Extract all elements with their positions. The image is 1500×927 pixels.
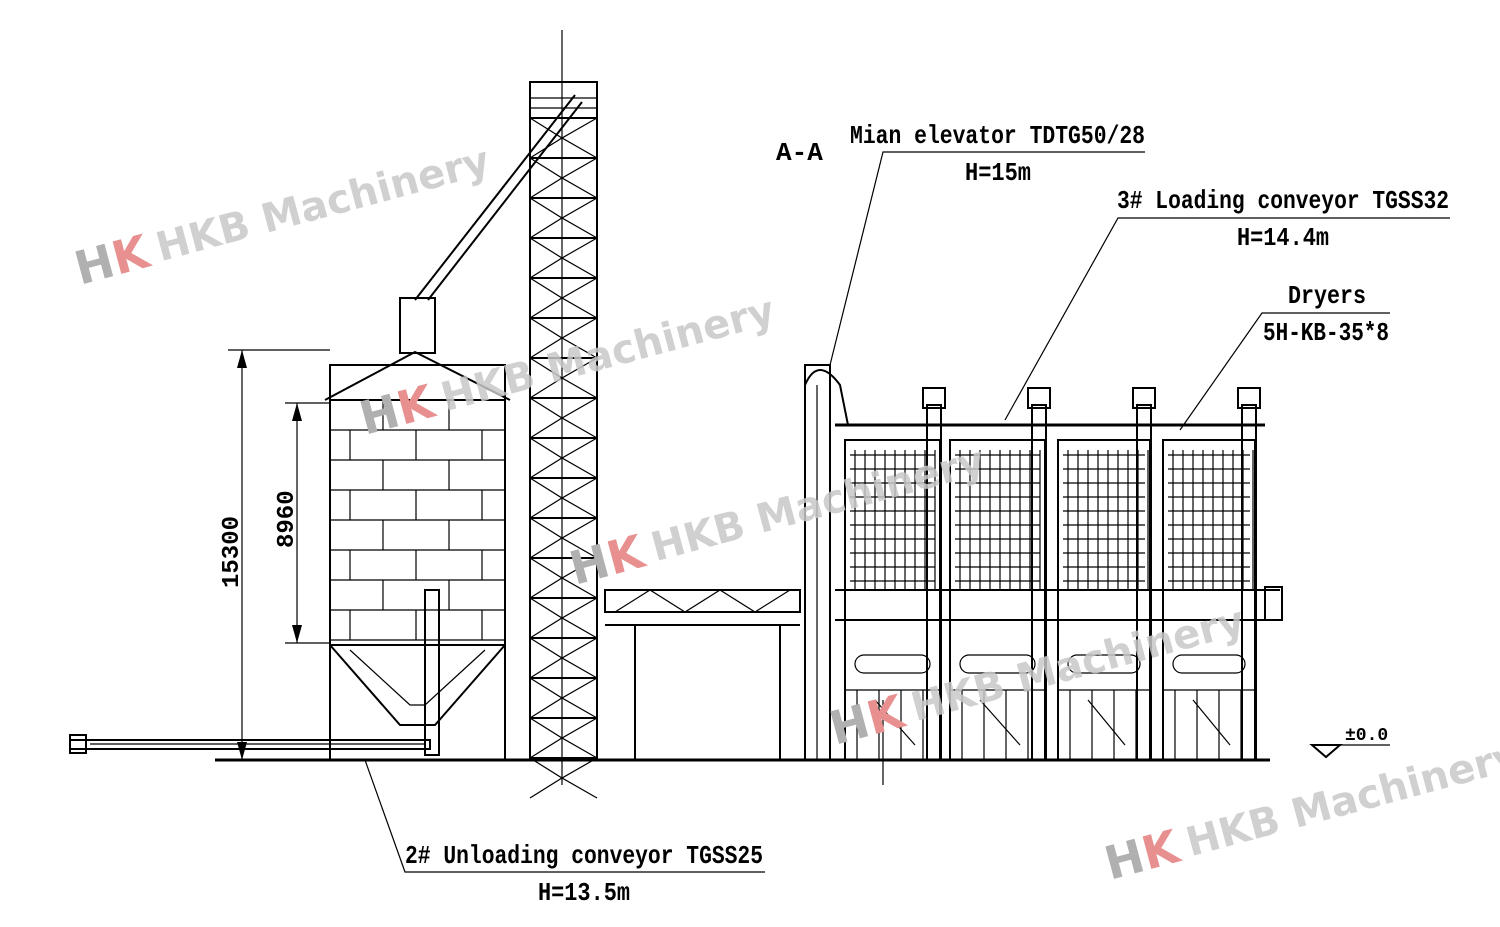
unloading-conveyor-label: 2# Unloading conveyor TGSS25 [405,841,763,871]
bridge-conveyor [604,589,801,760]
watermark-logo: HK [354,374,442,446]
dryer-column-cap [922,387,946,409]
tower-brace [529,457,598,479]
watermark-text: HKB Machinery [906,598,1249,731]
main-elevator-label: Mian elevator TDTG50/28 [850,121,1145,151]
dryers [835,387,1283,761]
tower-brace [529,657,598,679]
dimension-lines [228,349,330,760]
dryer-column [926,404,942,761]
dryer-column [1136,404,1152,761]
tower-brace [529,317,598,339]
tower-brace [529,117,598,139]
leader-lines [364,151,1450,873]
tower-brace [529,277,598,299]
dryers-label: Dryers [1288,281,1366,311]
loading-conveyor-height: H=14.4m [1237,223,1329,253]
tower-brace [529,377,598,399]
dryer-unit [844,387,946,761]
loading-conveyor-label: 3# Loading conveyor TGSS32 [1117,186,1449,216]
tower-brace [529,597,598,619]
watermark-text: HKB Machinery [646,438,989,571]
tower-brace [529,697,598,719]
watermark-text: HKB Machinery [1181,733,1500,866]
structures: 15300 8960 [69,30,1390,799]
tower-brace [529,137,598,159]
ground-level-label: ±0.0 [1345,726,1388,746]
dryer-unit [949,387,1051,761]
watermark-logo: HK [1099,819,1187,891]
watermark-logo: HK [824,684,912,756]
tower-brace [529,417,598,439]
tower-brace [529,617,598,639]
dryer-column [1241,404,1257,761]
tower-brace [529,177,598,199]
watermark-text: HKB Machinery [151,138,494,271]
tower-brace [529,517,598,539]
dryer-unit [1162,387,1261,761]
tower-brace [529,577,598,599]
dryer-column-cap [1237,387,1261,409]
tower-brace [529,437,598,459]
tower-brace [529,237,598,259]
tower-brace [529,157,598,179]
section-label: A-A [776,138,823,168]
dimension-silo-body-height: 8960 [274,490,301,548]
tower-brace [529,537,598,559]
main-elevator [804,364,849,761]
tower-brace [529,497,598,519]
watermark-logo: HK [564,524,652,596]
tower-brace [529,717,598,739]
dryer-column-cap [1027,387,1051,409]
dimension-total-height: 15300 [219,516,246,588]
tower-brace [529,737,598,759]
tower-brace [529,297,598,319]
watermark-logo: HK [69,224,157,296]
tower-brace [529,637,598,659]
tower-brace [529,197,598,219]
tower-brace [529,337,598,359]
tower-brace [529,217,598,239]
ground-level-symbol [1309,744,1343,759]
main-elevator-height: H=15m [965,158,1031,188]
unloading-conveyor [69,734,431,754]
watermark-text: HKB Machinery [436,288,779,421]
tower-brace [529,477,598,499]
tower-brace [529,677,598,699]
dryer-column-cap [1132,387,1156,409]
dryer-column [1031,404,1047,761]
unloading-conveyor-height: H=13.5m [538,878,630,908]
dryers-model: 5H-KB-35*8 [1263,318,1389,348]
tower-brace [529,257,598,279]
dryer-unit [1057,387,1156,761]
tower-brace [529,397,598,419]
tower-brace [529,777,598,799]
elevator-tower [529,81,598,799]
